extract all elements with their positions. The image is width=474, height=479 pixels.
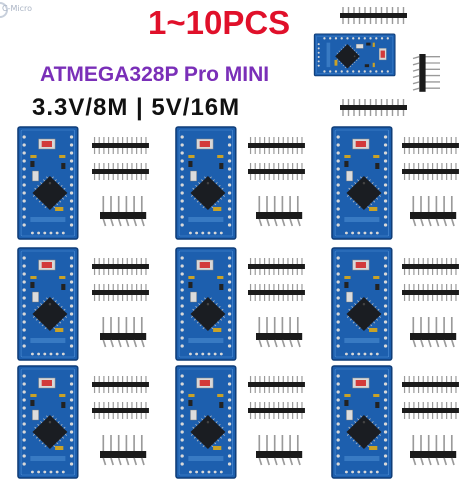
board-top (313, 6, 441, 117)
board (331, 126, 393, 240)
model-title: ATMEGA328P Pro MINI (40, 63, 270, 86)
board (331, 247, 393, 361)
board (17, 365, 79, 479)
voltage-options: 3.3V/8M | 5V/16M (32, 94, 241, 121)
board (331, 365, 393, 479)
quantity-headline: 1~10PCS (148, 4, 291, 41)
board (175, 247, 237, 361)
board (17, 126, 79, 240)
board (175, 126, 237, 240)
board (17, 247, 79, 361)
watermark: C-Micro (2, 4, 33, 13)
board (175, 365, 237, 479)
board-grid (17, 126, 460, 479)
